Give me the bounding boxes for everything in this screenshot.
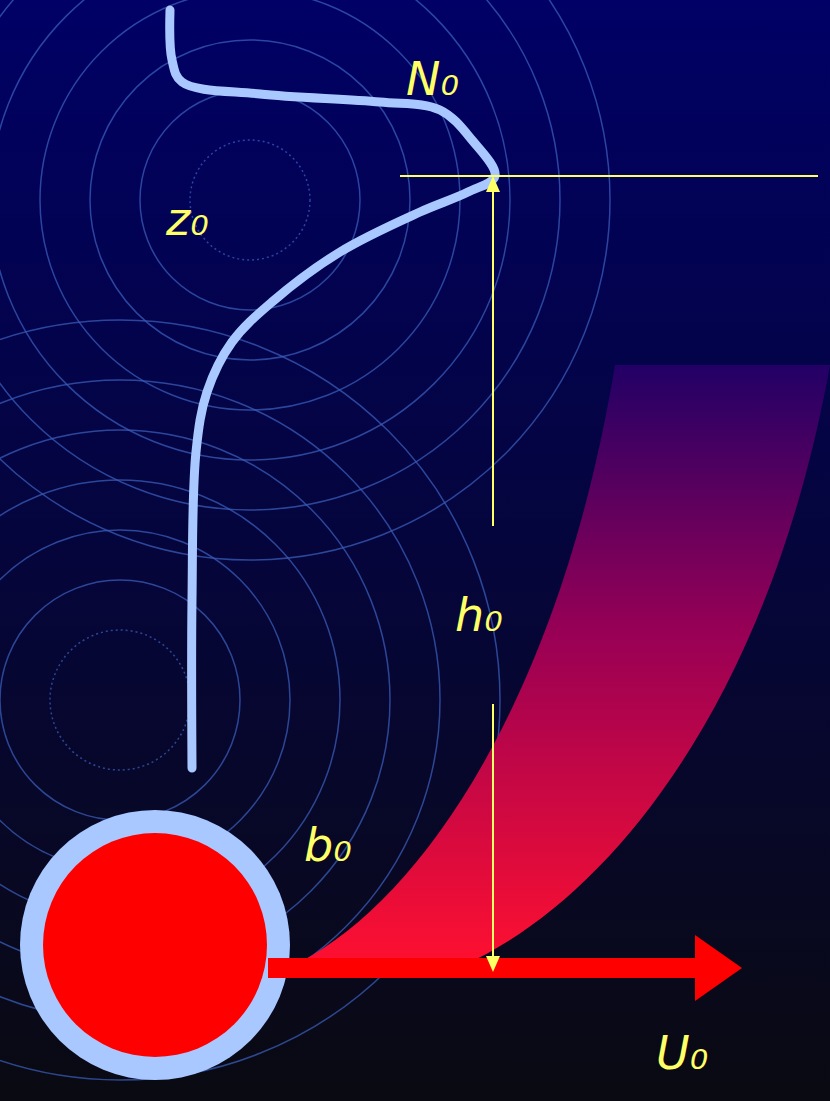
- velocity-arrowhead: [695, 935, 742, 1001]
- symbol-label: z₀: [166, 196, 209, 242]
- body-ring: [20, 810, 290, 1080]
- body-core: [43, 833, 267, 1057]
- wave-arc: [140, 90, 360, 310]
- wave-arc: [90, 40, 410, 360]
- wave-arc: [0, 0, 560, 510]
- symbol-label: h₀: [455, 592, 503, 638]
- wave-arc: [0, 0, 510, 460]
- wake-plume: [300, 365, 830, 966]
- wave-arc: [50, 630, 190, 770]
- symbol-label: b₀: [304, 822, 352, 868]
- height-dimension: [400, 176, 818, 972]
- velocity-arrow: [268, 958, 698, 978]
- symbol-label: U₀: [656, 1030, 708, 1076]
- wave-arc: [0, 580, 240, 820]
- wave-arc: [40, 0, 460, 410]
- stratification-profile: [170, 10, 495, 768]
- symbol-label: N₀: [406, 56, 459, 102]
